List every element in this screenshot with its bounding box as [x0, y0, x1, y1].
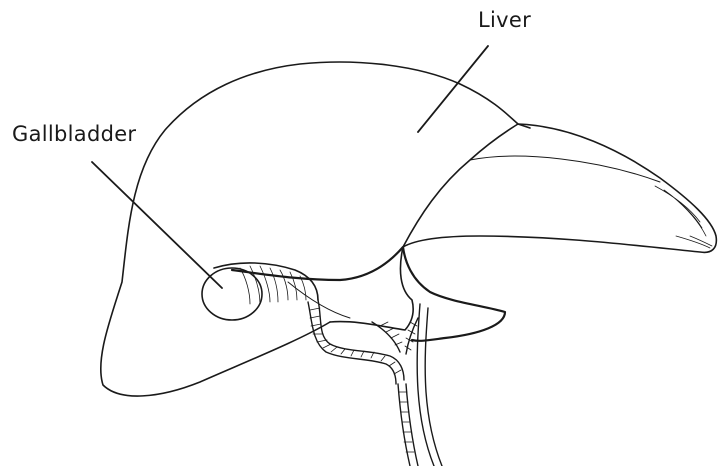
liver-caudate-region — [330, 247, 413, 330]
liver-inferior-border — [232, 247, 505, 341]
liver-left-lobe — [403, 124, 716, 252]
liver-right-lobe — [101, 62, 530, 396]
common-bile-duct — [398, 384, 410, 466]
common-bile-duct-rings — [399, 392, 414, 452]
liver-leader-line — [418, 46, 488, 132]
gallbladder-fundus — [202, 268, 262, 320]
left-lobe-hatching — [655, 186, 712, 248]
liver-label: Liver — [478, 8, 531, 32]
cystic-duct-wall — [308, 302, 396, 384]
portal-vessel-inner — [425, 308, 442, 466]
gallbladder-leader-line — [92, 162, 222, 288]
gallbladder-label: Gallbladder — [12, 122, 136, 146]
